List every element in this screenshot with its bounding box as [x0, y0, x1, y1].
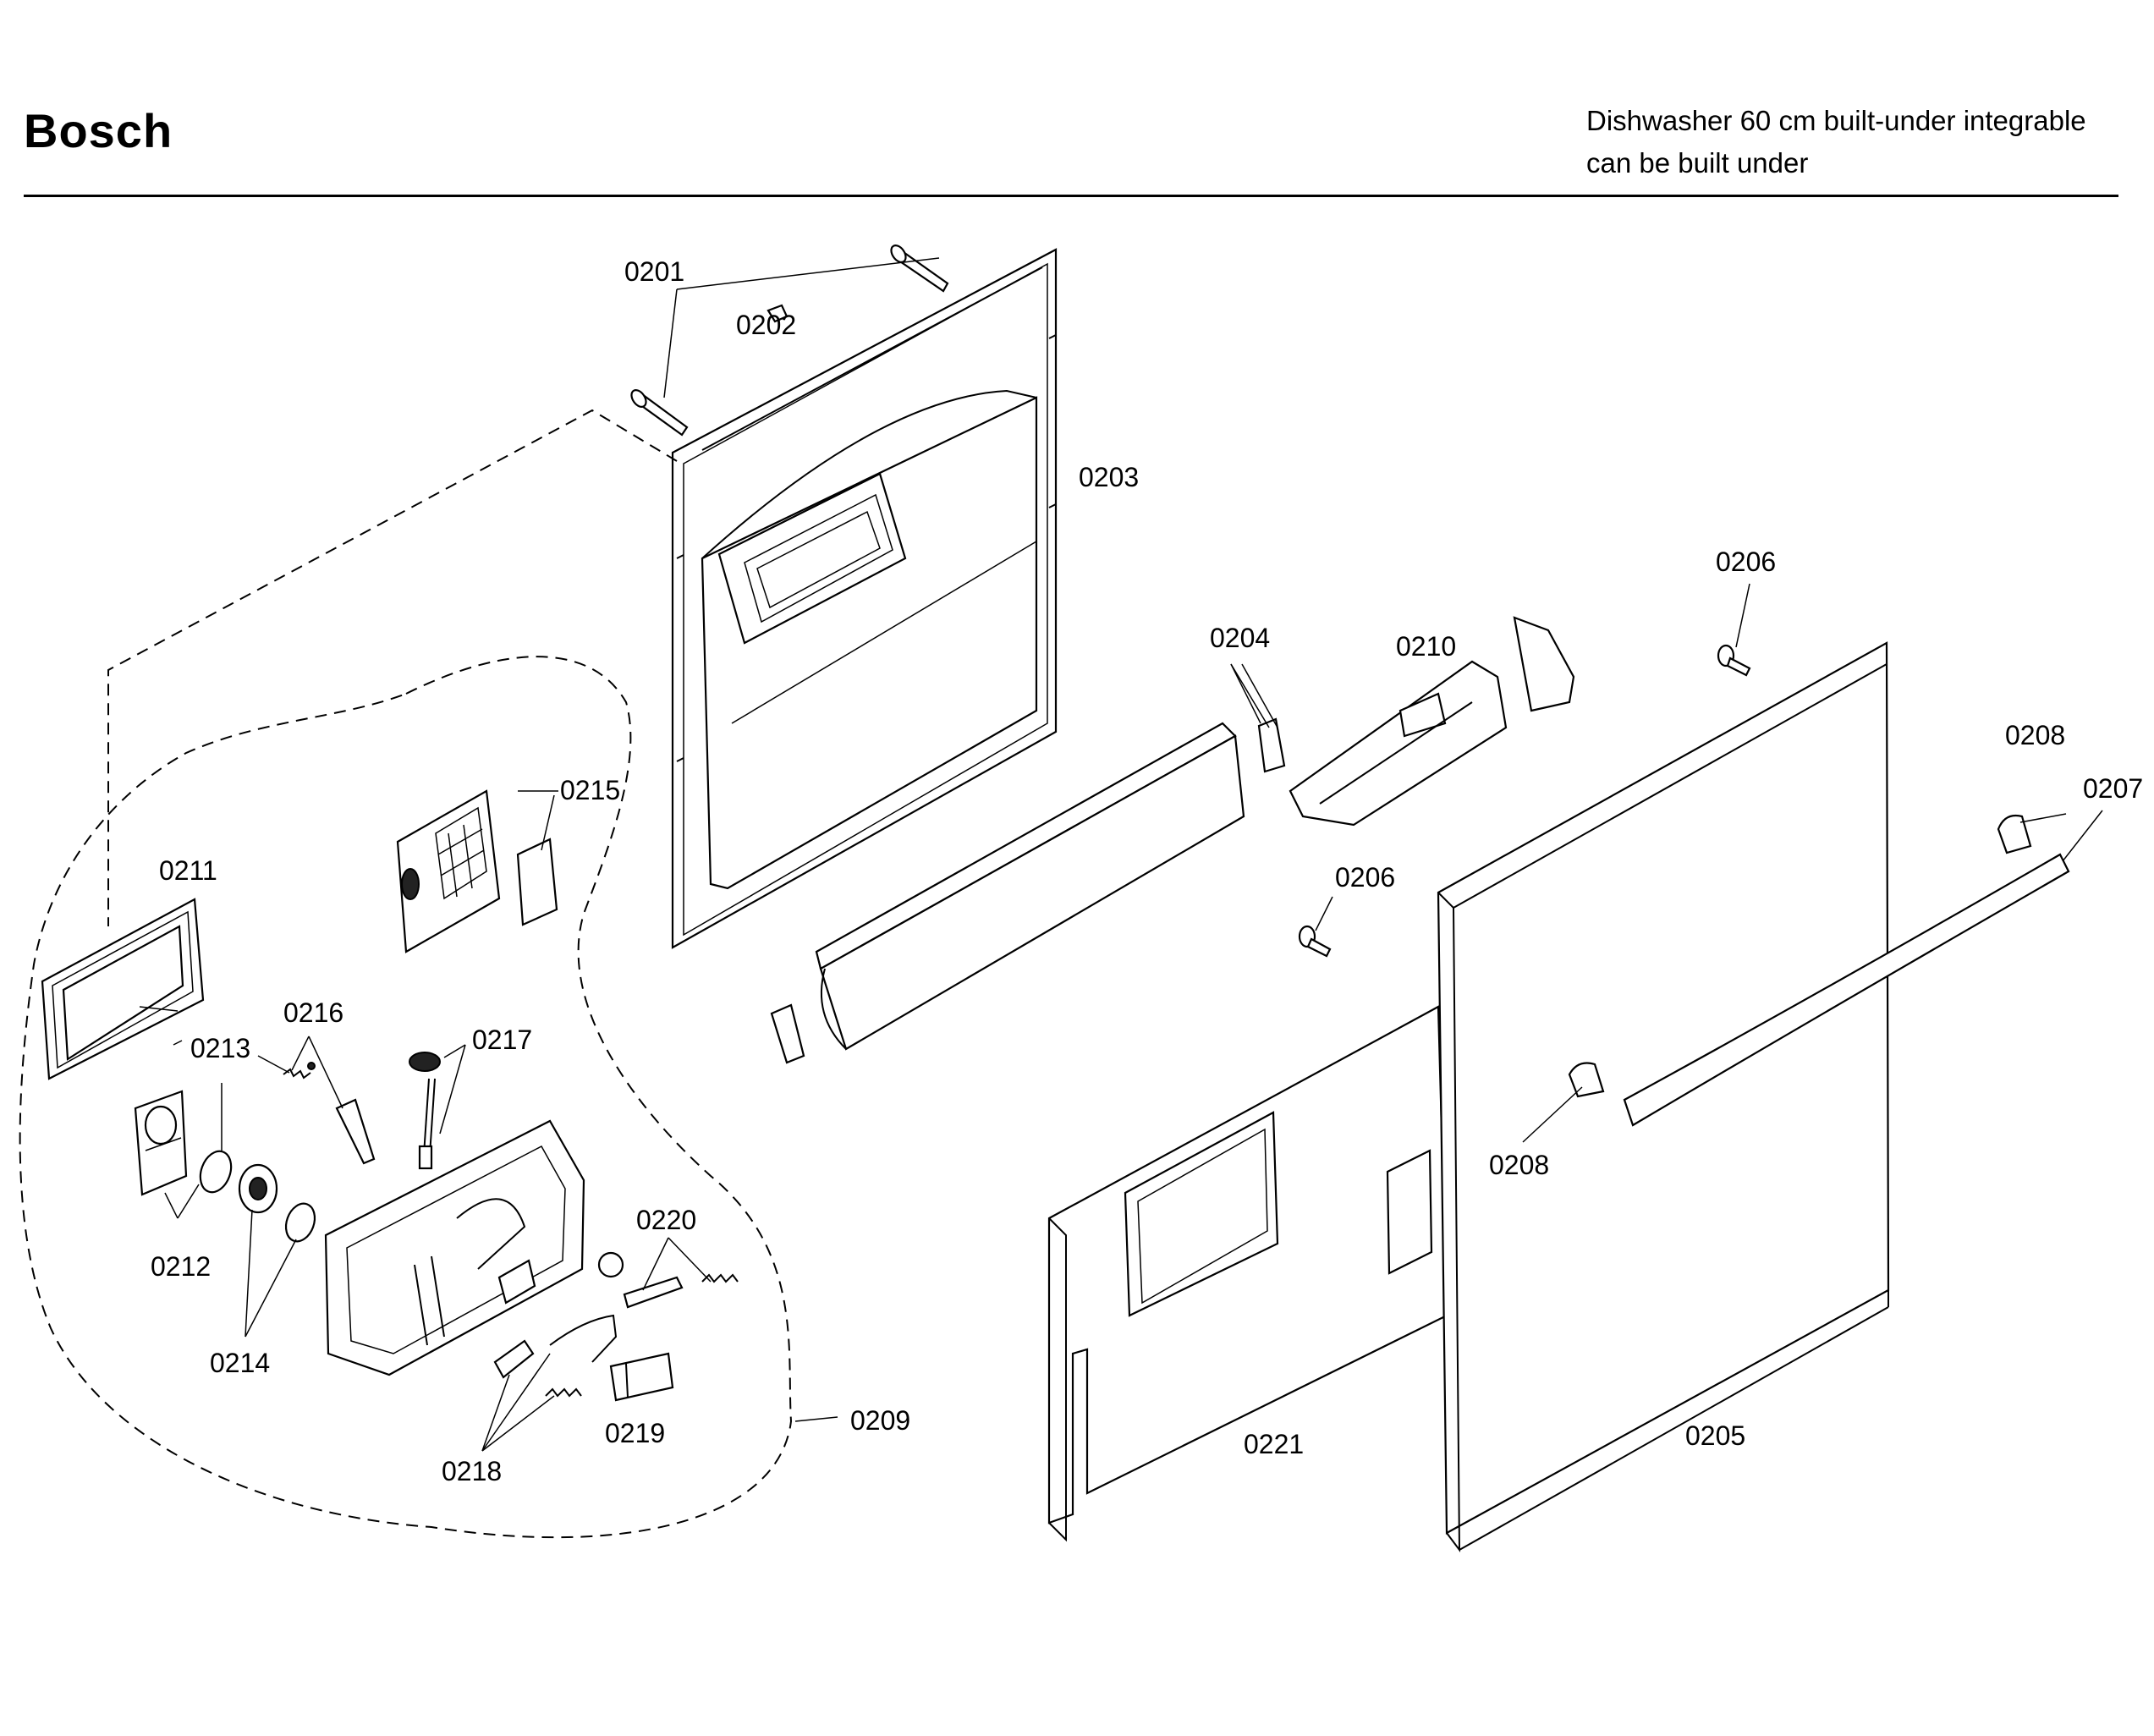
screw-0201-a	[890, 244, 949, 293]
callout-0207: 0207	[2083, 773, 2143, 804]
screw-0201-b	[630, 389, 689, 437]
callout-0210: 0210	[1396, 631, 1456, 662]
callout-0204: 0204	[1210, 623, 1270, 653]
screw-0202	[767, 304, 789, 323]
lid-0212	[134, 1090, 188, 1196]
header-divider	[24, 195, 2118, 197]
frame-0211	[41, 898, 205, 1080]
callout-0218: 0218	[442, 1456, 502, 1486]
callout-0203: 0203	[1079, 462, 1139, 492]
brand-title: Bosch	[24, 104, 173, 157]
inner-door-panel	[671, 248, 1058, 949]
model-description: Dishwasher 60 cm built-under integrable …	[1586, 100, 2086, 184]
end-cap-0208-b	[1568, 1062, 1605, 1098]
control-assembly-outline	[19, 656, 793, 1539]
dispenser-housing	[324, 1119, 585, 1376]
parts-0218	[493, 1314, 618, 1398]
callout-0214: 0214	[210, 1348, 270, 1378]
assembly-guide-line	[107, 409, 678, 926]
bottom-strip-0204	[770, 717, 1286, 1064]
end-cap-0208-a	[1997, 814, 2032, 854]
callout-0220: 0220	[636, 1205, 696, 1235]
callout-0206-top: 0206	[1716, 547, 1776, 577]
hinge-0210	[1289, 616, 1575, 827]
screw-0206-b	[1298, 925, 1332, 958]
callout-0211: 0211	[159, 855, 217, 886]
callout-0215: 0215	[560, 775, 620, 805]
handle-0207	[1623, 853, 2070, 1127]
callout-0208-top: 0208	[2005, 720, 2065, 750]
callout-0205: 0205	[1685, 1420, 1745, 1451]
decor-frame-0221	[1047, 1005, 1448, 1542]
callout-0206-mid: 0206	[1335, 862, 1395, 893]
model-description-line-2: can be built under	[1586, 147, 1809, 179]
pin-0217	[409, 1052, 441, 1170]
callout-0216: 0216	[283, 997, 343, 1028]
ring-0213	[199, 1150, 233, 1194]
spring-0216	[283, 1062, 376, 1165]
model-description-line-1: Dishwasher 60 cm built-under integrable	[1586, 105, 2086, 136]
callout-0209: 0209	[850, 1405, 910, 1436]
callout-0212: 0212	[151, 1251, 211, 1282]
leader-lines	[139, 257, 2103, 1452]
callout-0221: 0221	[1244, 1429, 1304, 1459]
callout-0219: 0219	[605, 1418, 665, 1448]
cap-0214	[238, 1163, 316, 1243]
callout-0217: 0217	[472, 1025, 532, 1055]
cover-0215	[396, 789, 558, 953]
callout-0201: 0201	[624, 256, 684, 287]
switch-0219	[609, 1352, 674, 1402]
parts-0220	[597, 1251, 739, 1309]
callout-0208-bottom: 0208	[1489, 1150, 1549, 1180]
callout-0213: 0213	[190, 1033, 250, 1063]
callout-0202: 0202	[736, 310, 796, 340]
screw-0206-a	[1717, 644, 1751, 677]
